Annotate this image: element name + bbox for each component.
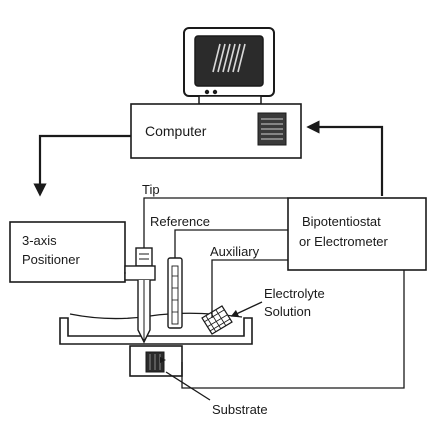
reference-label: Reference: [150, 214, 210, 229]
positioner-label-line1: 3-axis: [22, 233, 57, 248]
computer-label: Computer: [145, 123, 207, 139]
monitor-icon: [183, 27, 275, 105]
auxiliary-label: Auxiliary: [210, 244, 260, 259]
substrate-label: Substrate: [212, 402, 268, 417]
auxiliary-electrode: [201, 305, 233, 335]
bipotentiostat-box: Bipotentiostat or Electrometer: [287, 197, 427, 271]
positioner-label-line2: Positioner: [22, 252, 80, 267]
monitor-screen: [194, 35, 264, 87]
positioner-arm: [124, 265, 156, 281]
disk-drive-icon: [257, 112, 287, 146]
tip-electrode: [124, 247, 156, 344]
tip-holder: [135, 247, 153, 267]
reference-electrode: [167, 257, 183, 329]
auxiliary-wire: [211, 259, 288, 318]
electrolyte-pointer-arrow: [230, 301, 263, 317]
reference-wire: [174, 229, 288, 258]
computer-to-positioner-arrow: [33, 134, 131, 197]
positioner-box: 3-axis Positioner: [9, 221, 126, 283]
electrolyte-label-line2: Solution: [264, 304, 311, 319]
electrolyte-label-line1: Electrolyte: [264, 286, 325, 301]
computer-box: Computer: [130, 103, 302, 159]
tip-label: Tip: [142, 182, 160, 197]
bipotentiostat-label-line1: Bipotentiostat: [302, 214, 381, 229]
substrate-wire: [181, 270, 405, 389]
bipotentiostat-to-computer-arrow: [306, 120, 384, 196]
monitor-stand: [198, 95, 262, 105]
bipotentiostat-label-line2: or Electrometer: [299, 234, 389, 249]
cell-tank: [59, 317, 253, 345]
substrate-pointer: [165, 371, 211, 401]
tip-wire: [143, 197, 288, 248]
screen-pattern: [212, 43, 246, 73]
